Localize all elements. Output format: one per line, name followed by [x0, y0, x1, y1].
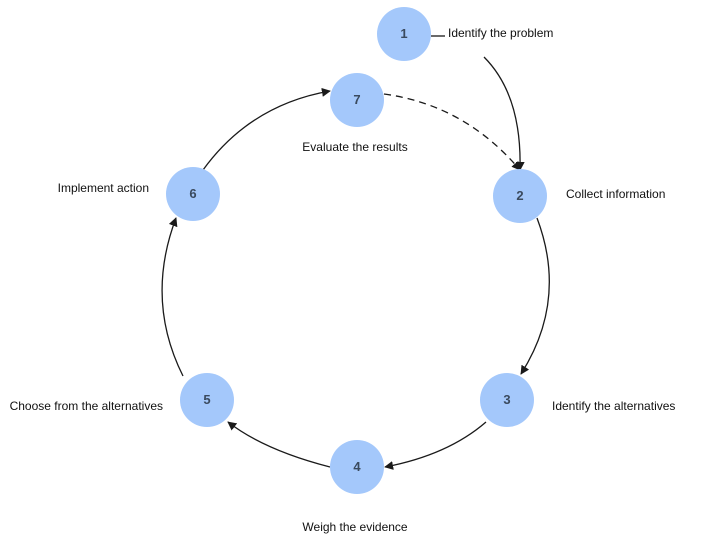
- step-3-node: 3: [480, 373, 534, 427]
- step-6-label: Implement action: [58, 181, 149, 195]
- step-node-circle: [330, 73, 384, 127]
- step-5-label: Choose from the alternatives: [10, 399, 163, 413]
- arrow-5-to-6: [161, 217, 184, 377]
- arrow-2-to-3: [520, 217, 550, 375]
- step-node-circle: [493, 169, 547, 223]
- step-number: 6: [189, 186, 196, 201]
- arrow-3-to-4: [384, 421, 487, 470]
- step-4-node: 4: [330, 440, 384, 494]
- step-node-circle: [480, 373, 534, 427]
- step-1-node: 1: [377, 7, 431, 61]
- step-2-label: Collect information: [566, 187, 665, 201]
- step-2-node: 2: [493, 169, 547, 223]
- arrow-1-to-2: [483, 56, 525, 171]
- arrow-4-to-5: [227, 421, 331, 468]
- step-3-label: Identify the alternatives: [552, 399, 675, 413]
- step-node-circle: [180, 373, 234, 427]
- step-7-label: Evaluate the results: [302, 140, 407, 154]
- step-4-label: Weigh the evidence: [302, 520, 408, 534]
- arrow-6-to-7: [202, 87, 331, 171]
- step-5-node: 5: [180, 373, 234, 427]
- step-node-circle: [330, 440, 384, 494]
- step-node-circle: [166, 167, 220, 221]
- step-number: 7: [353, 92, 360, 107]
- step-number: 4: [353, 459, 361, 474]
- step-1-label: Identify the problem: [448, 26, 553, 40]
- step-number: 1: [400, 26, 407, 41]
- step-number: 3: [503, 392, 510, 407]
- step-7-node: 7: [330, 73, 384, 127]
- arrow-7-to-2-dashed: [383, 93, 521, 171]
- step-node-circle: [377, 7, 431, 61]
- step-6-node: 6: [166, 167, 220, 221]
- step-number: 2: [516, 188, 523, 203]
- step-number: 5: [203, 392, 210, 407]
